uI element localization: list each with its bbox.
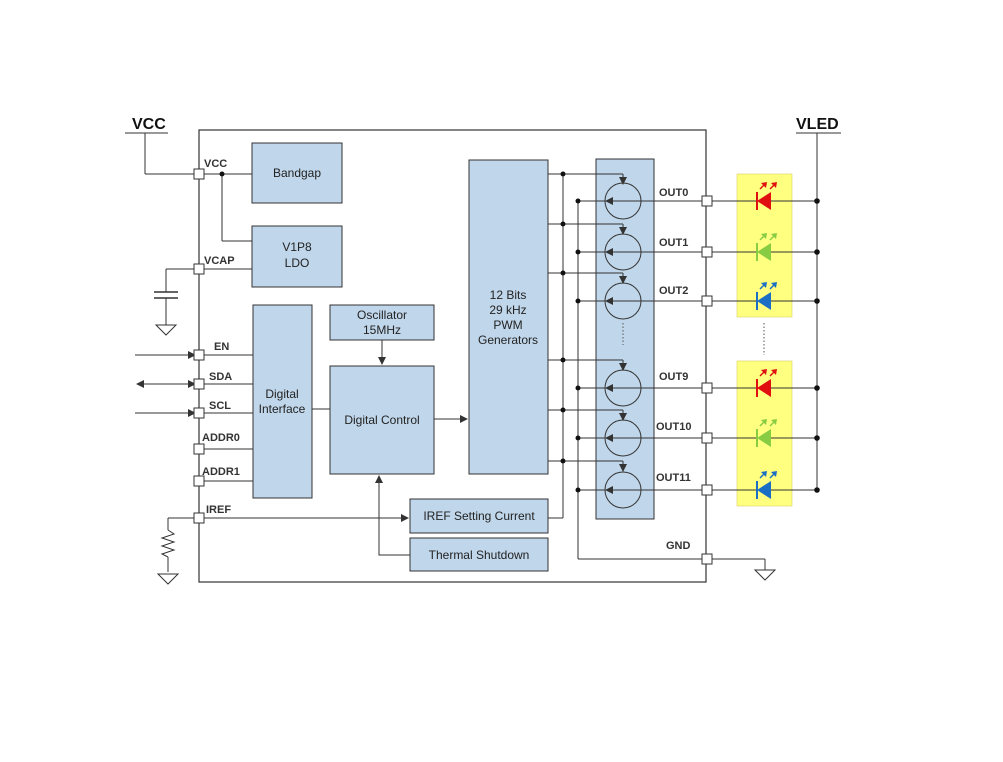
svg-text:Interface: Interface [259, 402, 306, 416]
vled-rail-label: VLED [796, 116, 839, 133]
digital-control-block: Digital Control [329, 365, 435, 475]
ground-icon [156, 573, 180, 585]
junction-dot [560, 357, 566, 363]
current-sink-array [595, 158, 655, 520]
led-icon [756, 419, 777, 447]
svg-text:Digital: Digital [265, 387, 298, 401]
svg-text:LDO: LDO [285, 256, 310, 270]
pin-label-gnd: GND [666, 540, 691, 552]
pin-label-iref: IREF [206, 504, 231, 516]
pin-label-out2: OUT2 [659, 285, 688, 297]
vcc-rail: VCC [125, 116, 197, 175]
junction-dot [814, 198, 820, 204]
pin-square [193, 349, 205, 361]
junction-dot [560, 221, 566, 227]
svg-text:29 kHz: 29 kHz [489, 303, 526, 317]
junction-dot [560, 458, 566, 464]
pin-square [701, 195, 713, 207]
svg-text:15MHz: 15MHz [363, 323, 401, 337]
ldo-block: V1P8 LDO [251, 225, 343, 288]
svg-text:Generators: Generators [478, 333, 538, 347]
vled-rail: VLED [796, 116, 841, 490]
pin-label-out10: OUT10 [656, 421, 691, 433]
iref-setting-current-block: IREF Setting Current [409, 498, 549, 534]
pin-label-out11: OUT11 [656, 472, 691, 484]
pin-square [701, 432, 713, 444]
current-sink-icon [548, 359, 704, 407]
capacitor-icon [154, 268, 197, 325]
junction-dot [560, 171, 566, 177]
pin-label-sda: SDA [209, 371, 232, 383]
arrow-icon [375, 475, 410, 556]
svg-text:PWM: PWM [493, 318, 522, 332]
led-icon [756, 282, 777, 310]
ground-icon [753, 569, 777, 581]
junction-dot [560, 407, 566, 413]
pin-square [193, 407, 205, 419]
pin-label-addr1: ADDR1 [202, 466, 240, 478]
bandgap-block: Bandgap [251, 142, 343, 204]
pin-label-en: EN [214, 341, 229, 353]
pwm-generators-block: 12 Bits 29 kHz PWM Generators [468, 159, 549, 475]
pin-square [701, 295, 713, 307]
junction-dot [814, 249, 820, 255]
svg-text:12 Bits: 12 Bits [490, 288, 527, 302]
vcc-rail-label: VCC [132, 116, 166, 133]
junction-dot [814, 385, 820, 391]
junction-dot [575, 487, 581, 493]
svg-text:IREF Setting Current: IREF Setting Current [423, 509, 535, 523]
pin-label-vcap: VCAP [204, 255, 235, 267]
svg-text:Thermal Shutdown: Thermal Shutdown [429, 548, 530, 562]
thermal-shutdown-block: Thermal Shutdown [409, 537, 549, 572]
resistor-icon [160, 517, 197, 572]
svg-text:Oscillator: Oscillator [357, 308, 407, 322]
pin-label-scl: SCL [209, 400, 231, 412]
junction-dot [575, 385, 581, 391]
pin-square [193, 443, 205, 455]
pin-square [701, 246, 713, 258]
pin-label-vcc: VCC [204, 158, 227, 170]
junction-dot [814, 487, 820, 493]
svg-text:Digital Control: Digital Control [344, 413, 419, 427]
junction-dot [814, 298, 820, 304]
pin-square [193, 512, 205, 524]
digital-interface-block: Digital Interface [252, 304, 313, 499]
pin-label-out9: OUT9 [659, 371, 688, 383]
led-icon [756, 233, 777, 261]
led-icon [756, 182, 777, 210]
svg-text:V1P8: V1P8 [282, 240, 312, 254]
pin-square [701, 382, 713, 394]
junction-dot [575, 435, 581, 441]
junction-dot [560, 270, 566, 276]
pin-square [701, 484, 713, 496]
pin-square [193, 263, 205, 275]
pin-label-addr0: ADDR0 [202, 432, 240, 444]
oscillator-block: Oscillator 15MHz [329, 304, 435, 341]
pin-square [193, 378, 205, 390]
pin-label-out1: OUT1 [659, 237, 688, 249]
junction-dot [575, 249, 581, 255]
junction-dot [575, 298, 581, 304]
pin-label-out0: OUT0 [659, 187, 688, 199]
led-group-highlight [736, 173, 793, 318]
junction-dot [575, 198, 581, 204]
pin-square [701, 553, 713, 565]
ground-icon [154, 324, 178, 336]
pin-square [193, 168, 205, 180]
led-icon [756, 471, 777, 499]
svg-text:Bandgap: Bandgap [273, 166, 321, 180]
junction-dot [814, 435, 820, 441]
led-icon [756, 369, 777, 397]
pin-square [193, 475, 205, 487]
